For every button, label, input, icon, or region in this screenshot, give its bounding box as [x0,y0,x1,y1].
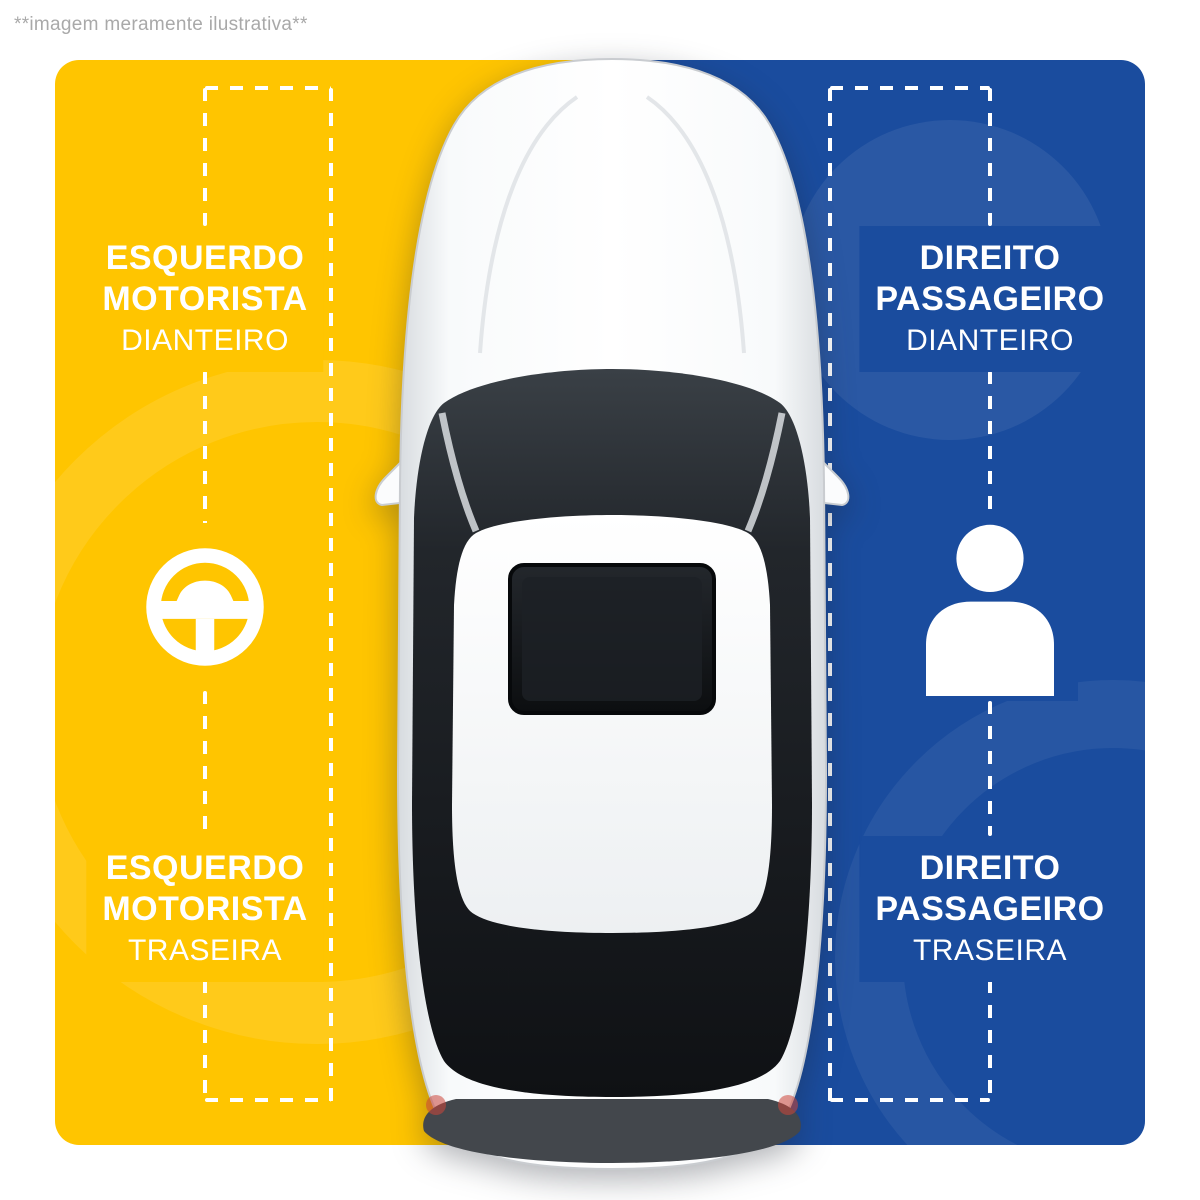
dashed-guide-line [988,980,992,1102]
dashed-guide-line [329,88,333,1102]
label-line: PASSAGEIRO [875,890,1105,929]
label-line: TRASEIRA [912,933,1068,967]
dashed-guide-line [830,1098,990,1102]
dashed-guide-line [205,86,331,90]
dashed-guide-line [828,88,832,1102]
disclaimer-text: **imagem meramente ilustrativa** [14,14,308,35]
label-passenger-rear: DIREITO PASSAGEIRO TRASEIRA [859,836,1121,982]
steering-wheel-icon [130,523,280,691]
label-passenger-front: DIREITO PASSAGEIRO DIANTEIRO [859,226,1121,372]
dashed-guide-line [988,88,992,226]
label-line: TRASEIRA [127,933,283,967]
dashed-guide-line [988,701,992,836]
car-top-view-image [374,57,850,1171]
label-line: ESQUERDO [105,239,305,277]
label-line: MOTORISTA [102,890,308,929]
label-line: DIANTEIRO [121,323,289,357]
label-line: DIREITO [919,239,1061,277]
dashed-guide-line [830,86,990,90]
dashed-guide-line [203,371,207,525]
dashed-guide-line [203,691,207,836]
label-line: MOTORISTA [102,280,308,319]
dashed-guide-line [203,980,207,1102]
label-line: DIANTEIRO [906,323,1074,357]
dashed-guide-line [205,1098,331,1102]
label-line: ESQUERDO [105,849,305,887]
label-line: PASSAGEIRO [875,280,1105,319]
dashed-guide-line [203,88,207,226]
label-driver-front: ESQUERDO MOTORISTA DIANTEIRO [86,226,324,372]
label-line: DIREITO [919,849,1061,887]
dashed-guide-line [988,371,992,515]
passenger-icon [902,515,1078,701]
label-driver-rear: ESQUERDO MOTORISTA TRASEIRA [86,836,324,982]
